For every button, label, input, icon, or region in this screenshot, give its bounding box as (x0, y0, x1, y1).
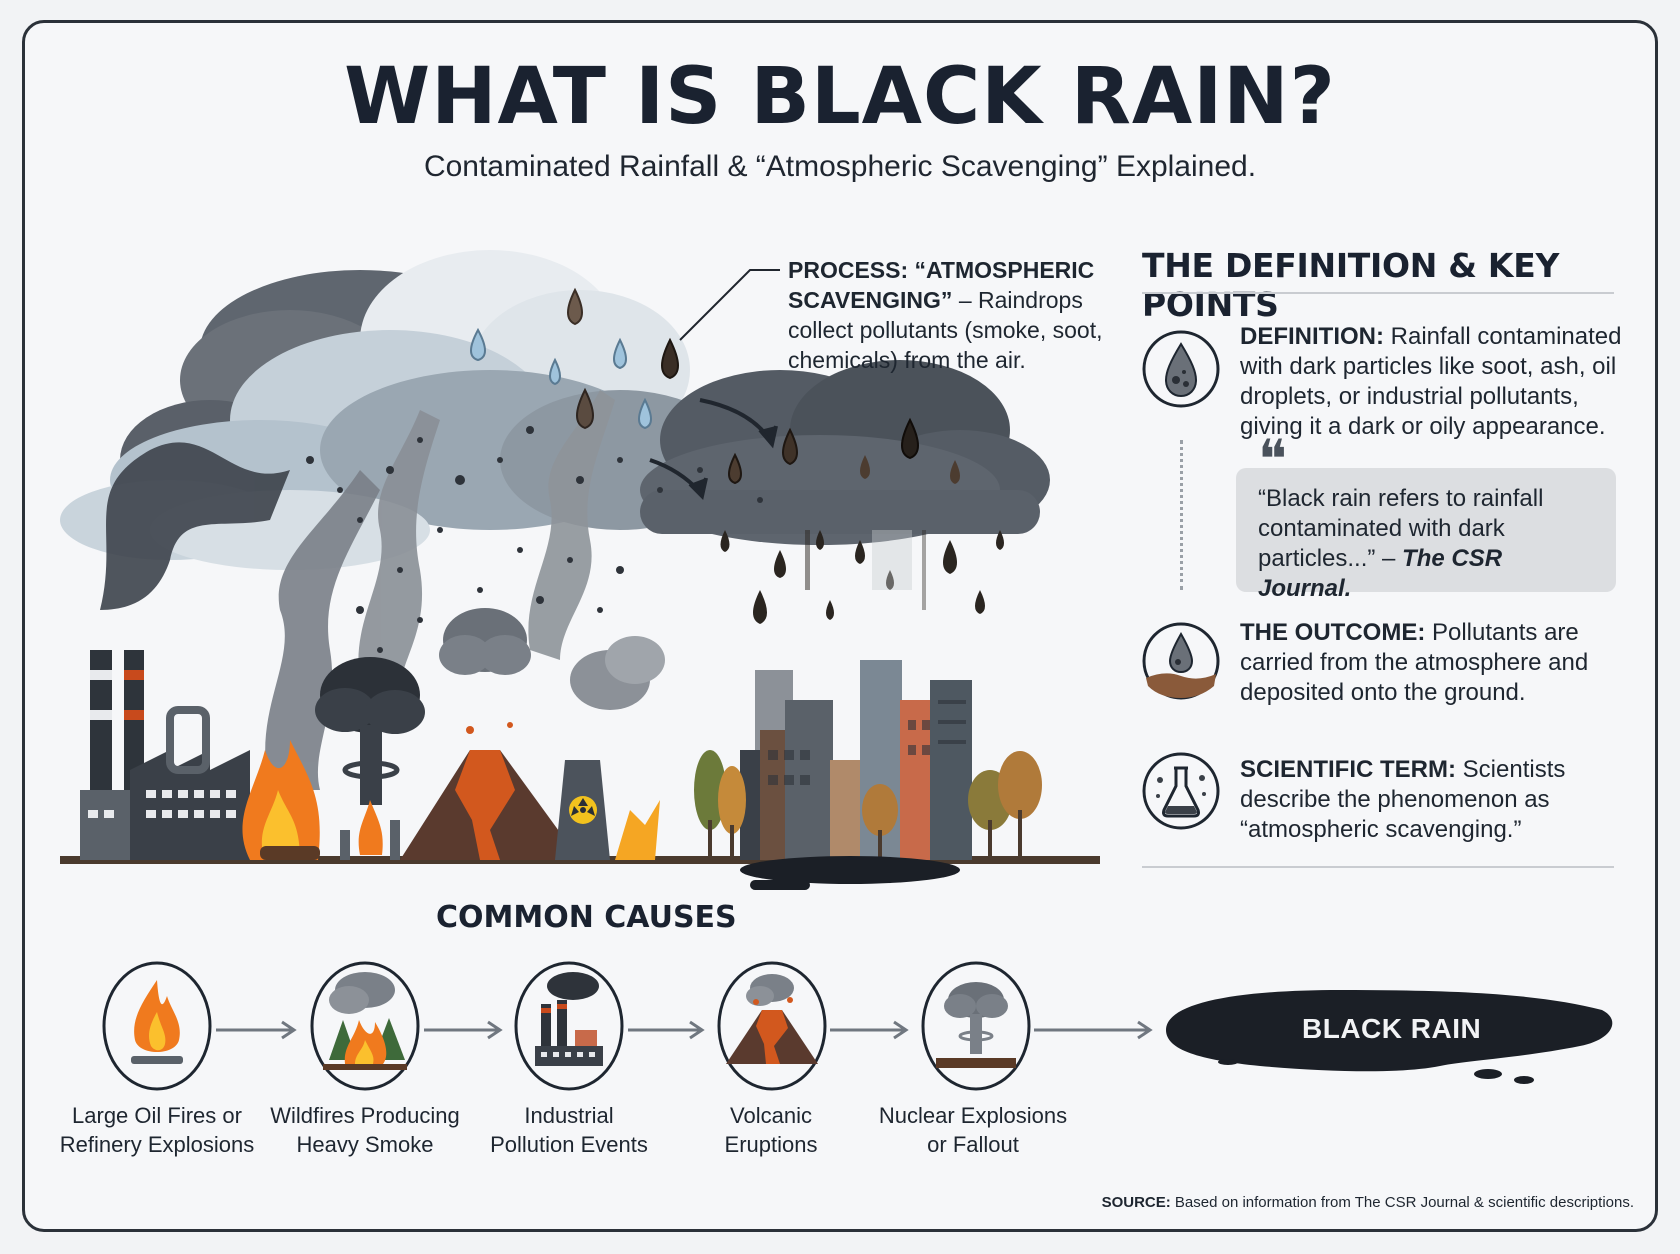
scientific-term-text: Scientists describe the phenomenon as “a… (1240, 756, 1566, 843)
cause-line: Industrial (524, 1103, 614, 1128)
cause-label-nuclear: Nuclear Explosions or Fallout (858, 1101, 1088, 1159)
raindrops (470, 287, 960, 485)
cause-label-industrial: Industrial Pollution Events (454, 1101, 684, 1159)
wildfire-icon (310, 961, 420, 1091)
source-text: Based on information from The CSR Journa… (1170, 1194, 1634, 1211)
outcome-label: THE OUTCOME: (1240, 619, 1426, 646)
dotted-connector (1180, 440, 1183, 590)
cause-line: Eruptions (724, 1132, 818, 1157)
cause-line: Wildfires Producing (270, 1103, 460, 1128)
cause-line: Large Oil Fires or (72, 1103, 242, 1128)
raindrop-icon (1142, 330, 1220, 408)
scientific-term-label: SCIENTIFIC TERM: (1240, 756, 1456, 783)
definition-text: Rainfall contaminated with dark particle… (1240, 323, 1622, 440)
definition-label: DEFINITION: (1240, 323, 1384, 350)
cause-label-oil-fires: Large Oil Fires or Refinery Explosions (42, 1101, 272, 1159)
source-note: SOURCE: Based on information from The CS… (1102, 1194, 1634, 1211)
flow-arrows (649, 398, 778, 500)
smoke-plumes (100, 390, 615, 790)
process-callout: PROCESS: “ATMOSPHERIC SCAVENGING” – Rain… (788, 255, 1118, 375)
cause-line: Nuclear Explosions (878, 1103, 1068, 1128)
cause-line: Heavy Smoke (296, 1132, 434, 1157)
process-leader-line (679, 269, 780, 341)
source-label: SOURCE: (1101, 1194, 1171, 1211)
definition-point: DEFINITION: Rainfall contaminated with d… (1240, 322, 1630, 442)
soot-particles (306, 426, 763, 653)
black-rain-result-label: BLACK RAIN (1302, 1013, 1482, 1044)
cause-line: Volcanic (730, 1103, 812, 1128)
scientific-term-point: SCIENTIFIC TERM: Scientists describe the… (1240, 755, 1630, 845)
process-text: – Raindrops collect pollutants (smoke, s… (788, 287, 1103, 373)
outcome-text: Pollutants are carried from the atmosphe… (1240, 619, 1589, 706)
flask-icon (1142, 752, 1220, 830)
black-rain-puddle (1166, 990, 1613, 1084)
causes-title: COMMON CAUSES (436, 900, 737, 935)
volcano (400, 608, 580, 860)
factory (80, 650, 250, 860)
factory-icon (514, 961, 624, 1091)
cause-label-wildfires: Wildfires Producing Heavy Smoke (250, 1101, 480, 1159)
cause-line: Pollution Events (490, 1132, 648, 1157)
mushroom-cloud-icon (921, 961, 1031, 1091)
page-subtitle: Contaminated Rainfall & “Atmospheric Sca… (423, 150, 1257, 183)
cause-line: or Fallout (927, 1132, 1019, 1157)
page-title: WHAT IS BLACK RAIN? (344, 52, 1336, 142)
definitions-top-rule (1142, 292, 1614, 294)
quote-text: “Black rain refers to rainfall contamina… (1258, 485, 1544, 572)
city-skyline (694, 660, 1042, 890)
wildfire-flames (242, 740, 320, 860)
ground-deposit-icon (1142, 622, 1220, 700)
mushroom-cloud (315, 657, 425, 860)
falling-black-rain (720, 530, 1004, 624)
cause-line: Refinery Explosions (59, 1132, 255, 1157)
nuclear-cooling-tower (555, 636, 665, 860)
quote-source: The CSR Journal. (1258, 545, 1503, 602)
definitions-bottom-rule (1142, 866, 1614, 868)
oil-fire-icon (102, 961, 212, 1091)
volcano-icon (717, 961, 827, 1091)
process-label: PROCESS: “ATMOSPHERIC SCAVENGING” (788, 257, 1095, 313)
cause-label-volcanic: Volcanic Eruptions (656, 1101, 886, 1159)
definitions-title: THE DEFINITION & KEY POINTS (1142, 246, 1560, 324)
quote-box: “Black rain refers to rainfall contamina… (1236, 468, 1616, 602)
outcome-point: THE OUTCOME: Pollutants are carried from… (1240, 618, 1630, 708)
black-rain-scene-illustration (60, 250, 1100, 890)
